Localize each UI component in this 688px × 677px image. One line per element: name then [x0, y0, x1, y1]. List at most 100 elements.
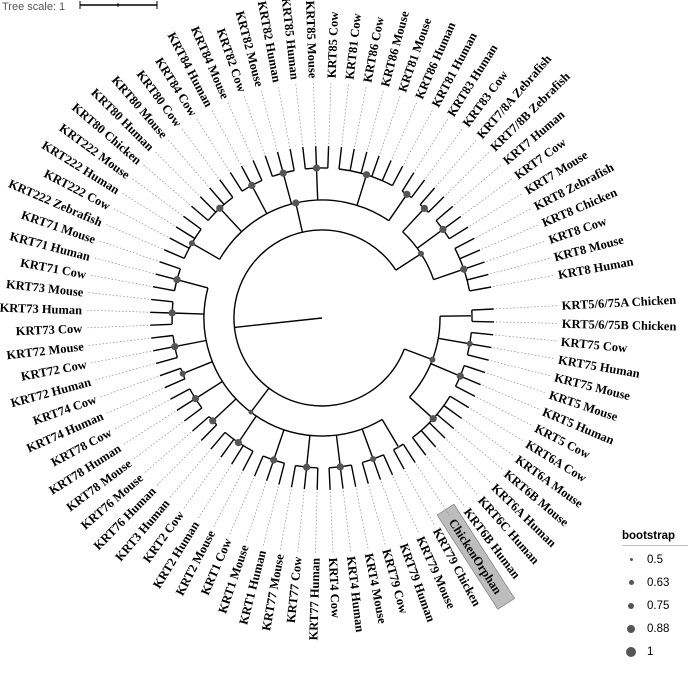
legend-dot [627, 624, 635, 633]
root-branch [234, 317, 323, 329]
tip-branch [176, 398, 196, 411]
guide-line [355, 488, 369, 551]
tip-branch [219, 179, 234, 198]
clade-stem [395, 253, 422, 271]
group-stem [212, 398, 237, 422]
guide-line [260, 89, 278, 150]
guide-line [368, 485, 387, 547]
tip-branch [190, 205, 209, 221]
branches [150, 146, 495, 490]
group-stem [416, 228, 444, 249]
guide-line [182, 458, 220, 510]
tip-branch [316, 467, 319, 490]
leaf-label: KRT75 Cow [560, 335, 628, 355]
guide-line [446, 439, 492, 484]
tip-branch [183, 407, 203, 422]
legend-row: 0.63 [622, 571, 688, 594]
tip-branch [466, 273, 489, 281]
tip-branch [419, 187, 436, 206]
guide-line [97, 240, 158, 262]
bootstrap-dot [397, 445, 400, 449]
bootstrap-dot [168, 309, 176, 317]
guide-line [243, 94, 265, 154]
bootstrap-dot [303, 463, 311, 471]
bootstrap-dot [429, 415, 437, 423]
group-stem [182, 361, 213, 375]
group-stem [237, 415, 257, 443]
bootstrap-dot [292, 199, 300, 207]
guide-line [98, 376, 159, 398]
leaf-label: KRT4 Cow [326, 557, 343, 618]
tip-branch [469, 286, 492, 292]
guide-line [482, 385, 541, 411]
group-stem [433, 268, 465, 281]
tip-branch [454, 237, 475, 250]
guide-line [445, 150, 491, 196]
guide-line [329, 491, 334, 555]
legend-label: 0.63 [647, 576, 670, 589]
guide-line [104, 223, 163, 250]
legend-dot [628, 602, 634, 609]
guide-line [495, 321, 559, 324]
tip-branch [315, 146, 318, 169]
legend-row: 0.88 [622, 617, 688, 640]
tip-branch [151, 334, 174, 339]
tip-branch [463, 261, 485, 270]
leaf-label: KRT5/6/75B Chicken [562, 317, 677, 334]
group-stem [361, 428, 374, 460]
tip-branch [459, 249, 481, 260]
guide-line [486, 372, 547, 394]
tip-branch [164, 378, 186, 389]
tip-branch [392, 449, 405, 470]
guide-line [297, 491, 305, 554]
bootstrap-dot [191, 395, 200, 403]
tip-branch [401, 172, 415, 192]
bootstrap-dot [460, 265, 468, 273]
guide-line [180, 127, 219, 179]
tip-branch [191, 416, 210, 432]
tip-branch [427, 196, 445, 213]
clade-arc [203, 287, 383, 437]
guide-line [454, 163, 503, 206]
tip-branch [436, 413, 455, 430]
guide-line [86, 292, 150, 300]
guide-line [262, 486, 279, 548]
tip-branch [231, 445, 244, 465]
guide-line [153, 150, 199, 196]
tip-branch [155, 273, 178, 281]
tip-branch [200, 424, 218, 441]
bootstrap-dot [466, 340, 473, 347]
guide-line [403, 108, 434, 165]
leaf-label: KRT73 Human [0, 301, 82, 318]
guide-line [425, 127, 464, 179]
guide-line [416, 464, 451, 518]
tip-branch [240, 165, 253, 186]
bootstrap-dot [173, 276, 181, 284]
tip-branch [155, 356, 178, 365]
bootstrap-dot [456, 372, 464, 380]
tip-branch [338, 147, 343, 170]
bootstrap-dot [248, 409, 254, 415]
clade-stem [295, 202, 304, 233]
group-stem [282, 172, 293, 205]
guide-line [210, 108, 241, 165]
guide-line [470, 408, 525, 442]
group-stem [438, 337, 470, 345]
group-stem [315, 168, 319, 201]
guide-line [226, 100, 253, 159]
guide-line [426, 456, 466, 508]
tip-branch [463, 364, 486, 374]
guide-line [155, 441, 201, 488]
bootstrap-dot [209, 417, 217, 425]
bootstrap-dot [312, 164, 321, 172]
leaf-label: KRT85 Cow [325, 11, 342, 78]
tip-branch [428, 422, 446, 439]
group-stem [251, 185, 268, 215]
group-stem [219, 207, 243, 233]
guide-line [315, 491, 318, 555]
tip-branch [152, 286, 175, 292]
bootstrap-dot [418, 250, 424, 257]
guide-line [89, 350, 152, 364]
tip-branch [150, 311, 173, 314]
